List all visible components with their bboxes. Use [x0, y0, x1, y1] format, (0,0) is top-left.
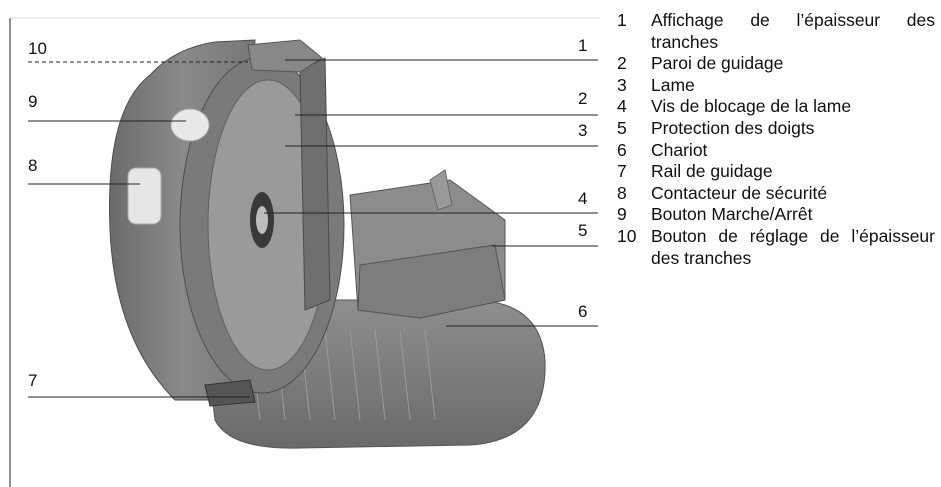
callout-5: 5 [578, 221, 588, 240]
legend-text: Protection des doigts [651, 117, 815, 138]
callout-1: 1 [578, 36, 588, 55]
legend-number: 6 [617, 139, 627, 160]
legend-number: 9 [617, 204, 627, 225]
legend-text: Chariot [651, 139, 708, 160]
legend-text: Bouton de réglage de l’épaisseur des tra… [651, 225, 935, 268]
legend-text: Contacteur de sécurité [651, 182, 828, 203]
callout-8: 8 [28, 156, 38, 175]
legend-item: 8 Contacteur de sécurité [617, 183, 935, 205]
callout-7: 7 [28, 371, 38, 390]
legend-number: 3 [617, 74, 627, 95]
callout-2: 2 [578, 89, 588, 108]
legend-item: 9 Bouton Marche/Arrêt [617, 204, 935, 226]
callout-3: 3 [578, 121, 588, 140]
legend-item: 4 Vis de blocage de la lame [617, 96, 935, 118]
legend-item: 2 Paroi de guidage [617, 53, 935, 75]
parts-legend: 1 Affichage de l’épaisseur des tranches 2… [617, 10, 935, 269]
slicer-illustration [9, 17, 600, 487]
legend-text: Paroi de guidage [651, 53, 784, 74]
callout-9: 9 [28, 92, 38, 111]
legend-number: 1 [617, 10, 627, 30]
callout-10: 10 [28, 39, 47, 58]
legend-item: 6 Chariot [617, 140, 935, 162]
legend-number: 8 [617, 182, 627, 203]
legend-text: Bouton Marche/Arrêt [651, 204, 813, 225]
callout-6: 6 [578, 302, 588, 321]
legend-number: 7 [617, 161, 627, 182]
callout-4: 4 [578, 189, 588, 208]
legend-item: 7 Rail de guidage [617, 161, 935, 183]
legend-text: Vis de blocage de la lame [651, 96, 852, 117]
legend-text: Rail de guidage [651, 161, 773, 182]
legend-text: Affichage de l’épaisseur des tranches [651, 10, 935, 52]
legend-number: 4 [617, 96, 627, 117]
slicer-figure: 10 1 9 2 3 8 4 5 6 7 [9, 17, 600, 487]
legend-item: 1 Affichage de l’épaisseur des tranches [617, 10, 935, 53]
legend-item: 10 Bouton de réglage de l’épaisseur des t… [617, 226, 935, 269]
legend-number: 5 [617, 117, 627, 138]
legend-number: 10 [617, 225, 637, 246]
legend-item: 5 Protection des doigts [617, 118, 935, 140]
legend-text: Lame [651, 74, 695, 95]
legend-item: 3 Lame [617, 75, 935, 97]
legend-number: 2 [617, 53, 627, 74]
